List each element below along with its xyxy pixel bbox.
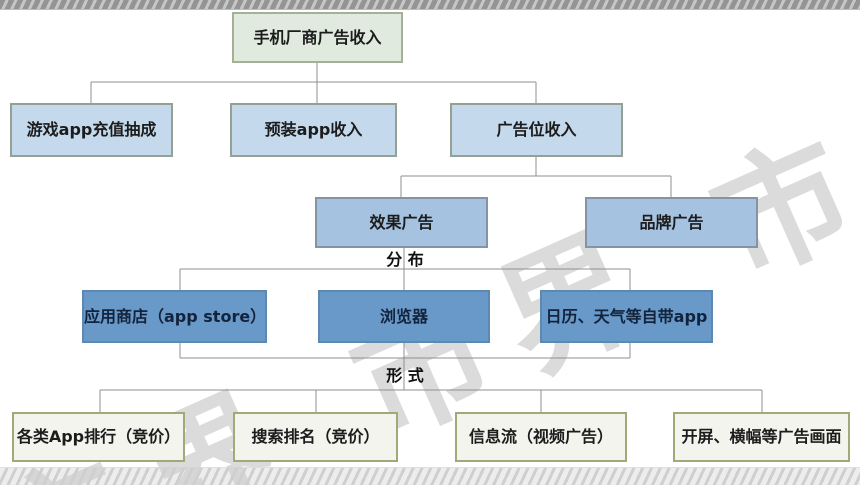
node-app-store: 应用商店（app store） [82,290,267,343]
node-brand-ads: 品牌广告 [585,197,758,248]
connector-root-to-level2 [90,63,537,103]
node-ad-slot-revenue: 广告位收入 [450,103,623,157]
label-form: 形 式 [386,366,424,385]
connector-effect-to-level4 [179,248,631,290]
label-distribution: 分 布 [386,250,424,269]
connector-adslot-to-level3 [400,157,672,197]
node-search-ranking-bidding: 搜索排名（竞价） [233,412,398,462]
node-game-app-revenue-share: 游戏app充值抽成 [10,103,173,157]
node-performance-ads: 效果广告 [315,197,488,248]
node-builtin-apps: 日历、天气等自带app [540,290,713,343]
node-root-manufacturer-ad-revenue: 手机厂商广告收入 [232,12,403,63]
torn-edge-bottom [0,467,860,485]
connector-level4-to-level5 [99,343,763,412]
node-feed-video-ads: 信息流（视频广告） [455,412,627,462]
node-app-ranking-bidding: 各类App排行（竞价） [12,412,185,462]
node-splash-banner-ads: 开屏、横幅等广告画面 [673,412,850,462]
torn-edge-top [0,0,860,10]
node-preinstalled-app-revenue: 预装app收入 [230,103,397,157]
node-browser: 浏览器 [318,290,490,343]
